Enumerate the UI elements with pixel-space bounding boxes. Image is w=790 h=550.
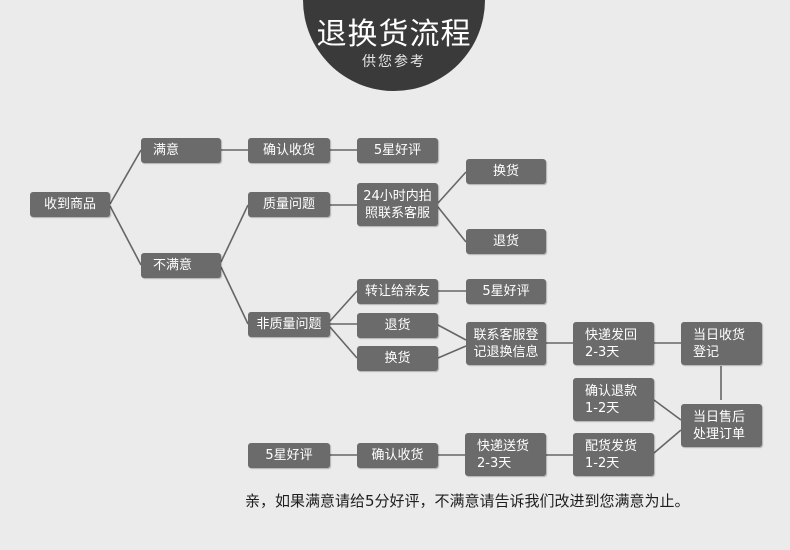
node-register-info: 联系客服登 记退换信息 [466, 322, 546, 365]
page-title: 退换货流程 [316, 17, 472, 52]
node-unsatisfied: 不满意 [141, 253, 221, 278]
node-exchange-top: 换货 [466, 159, 546, 184]
connector [437, 345, 467, 359]
connector [653, 399, 682, 421]
page-subtitle: 供您参考 [362, 54, 426, 70]
node-transfer-relative: 转让给亲友 [357, 279, 438, 304]
node-five-star-bottom: 5星好评 [248, 443, 330, 468]
node-satisfied: 满意 [141, 138, 221, 163]
connector [109, 205, 142, 266]
node-non-quality-issue: 非质量问题 [248, 312, 330, 337]
connector [220, 266, 249, 325]
node-confirm-receipt-bottom: 确认收货 [357, 443, 438, 468]
node-confirm-refund: 确认退款 1-2天 [573, 378, 654, 421]
node-ship-back: 快递发回 2-3天 [573, 322, 654, 365]
node-return-mid: 退货 [357, 313, 438, 338]
node-photo-contact: 24小时内拍 照联系客服 [357, 183, 438, 226]
connector [109, 149, 142, 205]
node-five-star-mid: 5星好评 [466, 279, 546, 304]
connector [329, 326, 358, 359]
node-exchange-mid: 换货 [357, 346, 438, 371]
connector [220, 204, 249, 263]
connector [653, 429, 682, 454]
node-courier-delivery: 快递送货 2-3天 [465, 433, 546, 476]
node-received: 收到商品 [30, 192, 110, 217]
footer-note: 亲，如果满意请给5分好评，不满意请告诉我们改进到您满意为止。 [245, 492, 690, 510]
connector [437, 324, 467, 341]
node-return-top: 退货 [466, 229, 546, 254]
node-five-star-top: 5星好评 [357, 138, 438, 163]
node-quality-issue: 质量问题 [248, 192, 330, 217]
node-confirm-receipt-top: 确认收货 [248, 138, 330, 163]
connector [437, 171, 467, 204]
node-ship-out: 配货发货 1-2天 [573, 433, 654, 476]
node-same-day-receive: 当日收货 登记 [681, 322, 762, 365]
connector [329, 290, 358, 322]
connector [437, 206, 467, 243]
node-same-day-process: 当日售后 处理订单 [681, 404, 762, 447]
